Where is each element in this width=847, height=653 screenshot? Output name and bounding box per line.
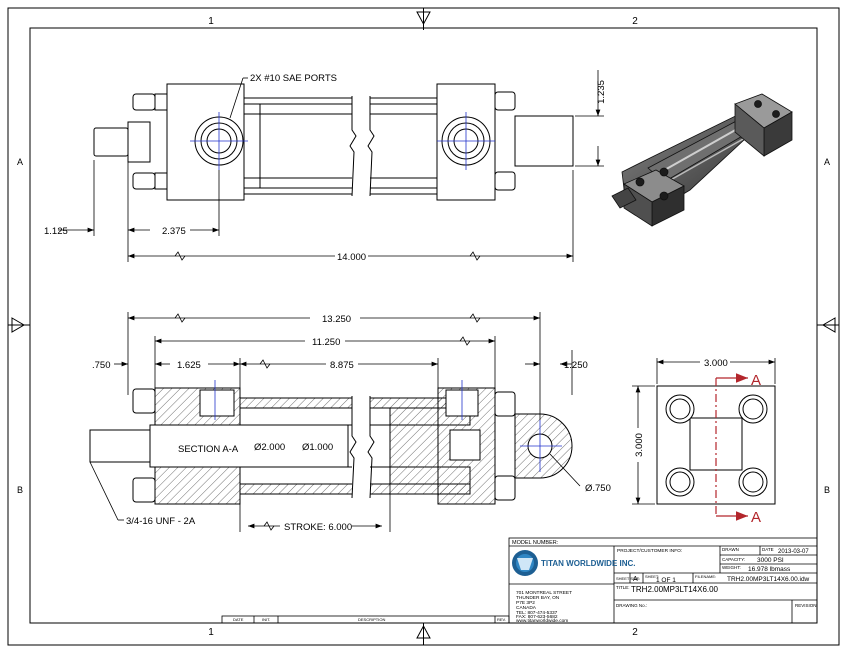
title-label: TITLE: — [616, 585, 630, 590]
revision-label: REVISION — [795, 603, 817, 608]
dim-stroke: STROKE: 6.000 — [284, 522, 352, 533]
section-view-dimensions — [89, 312, 581, 532]
model-number-label: MODEL NUMBER: — [512, 540, 559, 546]
sheet-label: SHEET: — [645, 574, 659, 579]
address-line-5: TEL: 807-474-5337 — [516, 610, 558, 616]
address-line-1: 701 MONTREAL STREET — [516, 590, 572, 596]
address-line-6: FAX: 807-623-5682 — [516, 614, 558, 620]
drawn-label: DRAWN — [722, 547, 739, 552]
top-view-dimensions — [58, 70, 604, 262]
center-mark-top — [416, 10, 431, 30]
section-label: SECTION A-A — [178, 444, 239, 455]
capacity-label: CAPACITY: — [722, 557, 745, 562]
center-mark-left — [11, 317, 25, 333]
section-mark-bottom: A — [751, 509, 761, 526]
dim-rod-height: 1.235 — [596, 80, 607, 104]
thread-callout: 3/4-16 UNF - 2A — [126, 516, 196, 527]
dim-rod-extension: 1.125 — [44, 226, 68, 237]
drawing-no-label: DRAWING No.: — [616, 603, 647, 608]
title-value: TRH2.00MP3LT14X6.00 — [631, 585, 719, 594]
isometric-view — [611, 93, 793, 227]
section-view-centerlines — [214, 380, 562, 472]
dim-overall-length: 14.000 — [337, 252, 366, 263]
rev-col-date: DATE — [233, 617, 244, 622]
zone-row-b-left: B — [17, 485, 23, 495]
dim-end-height: 3.000 — [634, 433, 645, 457]
address-line-7: www.titanworldwide.com — [516, 618, 568, 624]
dim-section-11250: 11.250 — [312, 337, 340, 348]
rev-col-init: INIT. — [262, 617, 270, 622]
sheet-size-label: SHEET SIZE: — [616, 576, 640, 581]
dim-section-8875: 8.875 — [330, 360, 354, 371]
zone-row-a-left: A — [17, 157, 23, 167]
filename-value: TRH2.00MP3LT14X6.00.idw — [727, 576, 810, 583]
weight-label: WEIGHT: — [722, 565, 741, 570]
ports-note: 2X #10 SAE PORTS — [250, 73, 337, 84]
project-label: PROJECT/CUSTOMER INFO: — [617, 548, 682, 554]
filename-label: FILENAME: — [695, 574, 716, 579]
section-mark-top: A — [751, 372, 761, 389]
dim-end-width: 3.000 — [704, 358, 728, 369]
rev-col-rev: REV. — [497, 617, 506, 622]
company-logo — [512, 550, 538, 576]
address-line-4: CANADA — [516, 605, 537, 611]
zone-col-1-bottom: 1 — [208, 627, 214, 638]
dim-section-1250: 1.250 — [564, 360, 588, 371]
rev-col-description: DESCRIPTION — [358, 617, 385, 622]
dim-section-overall: 13.250 — [322, 314, 351, 325]
weight-value: 16.978 lbmass — [748, 566, 791, 573]
dim-section-1625: 1.625 — [177, 360, 201, 371]
section-cut-line — [715, 373, 748, 521]
zone-col-2-bottom: 2 — [632, 627, 638, 638]
dim-port-location: 2.375 — [162, 226, 186, 237]
dim-pin-diameter: Ø.750 — [585, 483, 611, 494]
end-view-dimensions — [632, 358, 776, 505]
zone-row-a-right: A — [824, 157, 830, 167]
address-line-3: P7E 3P2 — [516, 600, 535, 606]
address-line-2: THUNDER BAY, ON — [516, 595, 560, 601]
center-mark-bottom — [416, 624, 431, 639]
capacity-value: 3000 PSI — [757, 557, 784, 564]
top-view — [93, 83, 574, 201]
title-block — [221, 537, 818, 624]
dim-section-750: .750 — [92, 360, 111, 371]
date-label: DATE — [762, 547, 774, 552]
zone-col-1-top: 1 — [208, 16, 214, 27]
dim-rod-diameter: Ø1.000 — [302, 442, 333, 453]
center-mark-right — [822, 317, 836, 333]
company-name: TITAN WORLDWIDE INC. — [541, 559, 636, 568]
dim-bore-diameter: Ø2.000 — [254, 442, 285, 453]
sheet-value: 1 OF 1 — [656, 577, 676, 584]
date-value: 2013-03-07 — [778, 549, 809, 555]
top-view-centerlines — [190, 112, 495, 170]
sheet-size-value: A — [633, 576, 638, 583]
zone-row-b-right: B — [824, 485, 830, 495]
zone-col-2-top: 2 — [632, 16, 638, 27]
